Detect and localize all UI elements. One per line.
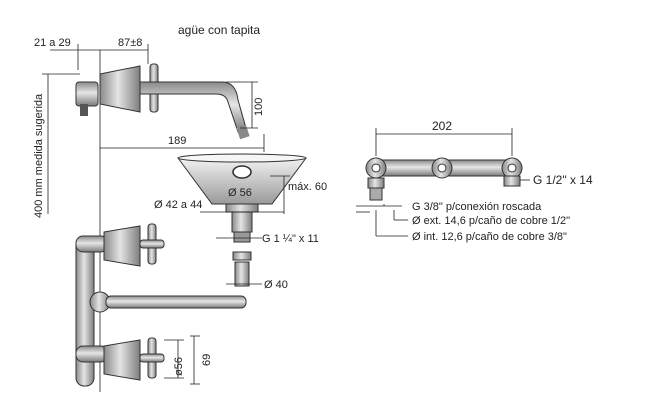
manifold-nut-left xyxy=(367,177,385,189)
dim-spout-reach: 189 xyxy=(168,135,186,147)
dimensions-front: ø56 69 xyxy=(164,335,213,385)
dim-conn-thread: G 3/8" p/conexión roscada xyxy=(412,201,542,213)
supply-pipe xyxy=(75,235,95,387)
pipe-elbow-top xyxy=(75,235,109,253)
dim-valve-diameter: ø56 xyxy=(173,357,185,376)
dim-suggested-height: 400 mm medida sugerida xyxy=(33,93,45,218)
cross-handle-upper xyxy=(139,223,165,265)
tail-nut xyxy=(232,251,252,261)
front-view-assembly xyxy=(75,223,247,387)
escutcheon-upper xyxy=(103,225,141,267)
manifold-assembly xyxy=(365,157,523,201)
manifold-nut-right xyxy=(503,175,521,187)
drain-nut xyxy=(233,231,251,243)
spout-front xyxy=(105,295,247,309)
dim-tail-diameter: Ø 40 xyxy=(264,279,288,291)
dim-valve-height: 69 xyxy=(201,354,213,366)
dim-body-depth: 87±8 xyxy=(118,37,142,49)
escutcheon-lower xyxy=(103,339,141,381)
dimensions-basin: Ø 56 máx. 60 Ø 42 a 44 G 1 ¼" x 11 Ø 40 xyxy=(154,175,327,291)
cross-handle-lower xyxy=(139,337,165,379)
valve-body-rear xyxy=(75,81,99,107)
drain-body xyxy=(231,211,253,233)
escutcheon-top xyxy=(99,65,141,113)
dim-conn-outer: Ø ext. 14,6 p/caño de cobre 1/2" xyxy=(412,215,570,227)
wall-spout-assembly xyxy=(75,50,250,392)
tail-piece xyxy=(234,261,250,287)
dimensions-top: 21 a 29 87±8 100 189 400 mm medida suger… xyxy=(33,37,265,218)
dim-drain-outer: Ø 42 a 44 xyxy=(154,199,202,211)
basin-assembly xyxy=(177,153,307,287)
dim-manifold-thread: G 1/2" x 14 xyxy=(533,173,593,187)
dim-spout-height: 100 xyxy=(253,98,265,116)
dim-max-thickness: máx. 60 xyxy=(288,181,327,193)
manifold-connector-left xyxy=(369,187,383,201)
dim-drain-top: Ø 56 xyxy=(228,187,252,199)
diagram-title: agüe con tapita xyxy=(178,23,260,37)
dim-drain-thread: G 1 ¼" x 11 xyxy=(262,233,319,245)
dim-manifold-width: 202 xyxy=(432,119,452,133)
valve-stem-rear xyxy=(80,104,88,116)
pipe-elbow-bottom xyxy=(75,345,109,363)
dim-wall-offset: 21 a 29 xyxy=(34,37,71,49)
drain-flange xyxy=(225,203,259,213)
drain-cap xyxy=(232,165,252,179)
dim-conn-inner: Ø int. 12,6 p/caño de cobre 3/8" xyxy=(412,231,567,243)
dimensions-manifold: 202 G 1/2" x 14 G 3/8" p/conexión roscad… xyxy=(356,119,593,243)
